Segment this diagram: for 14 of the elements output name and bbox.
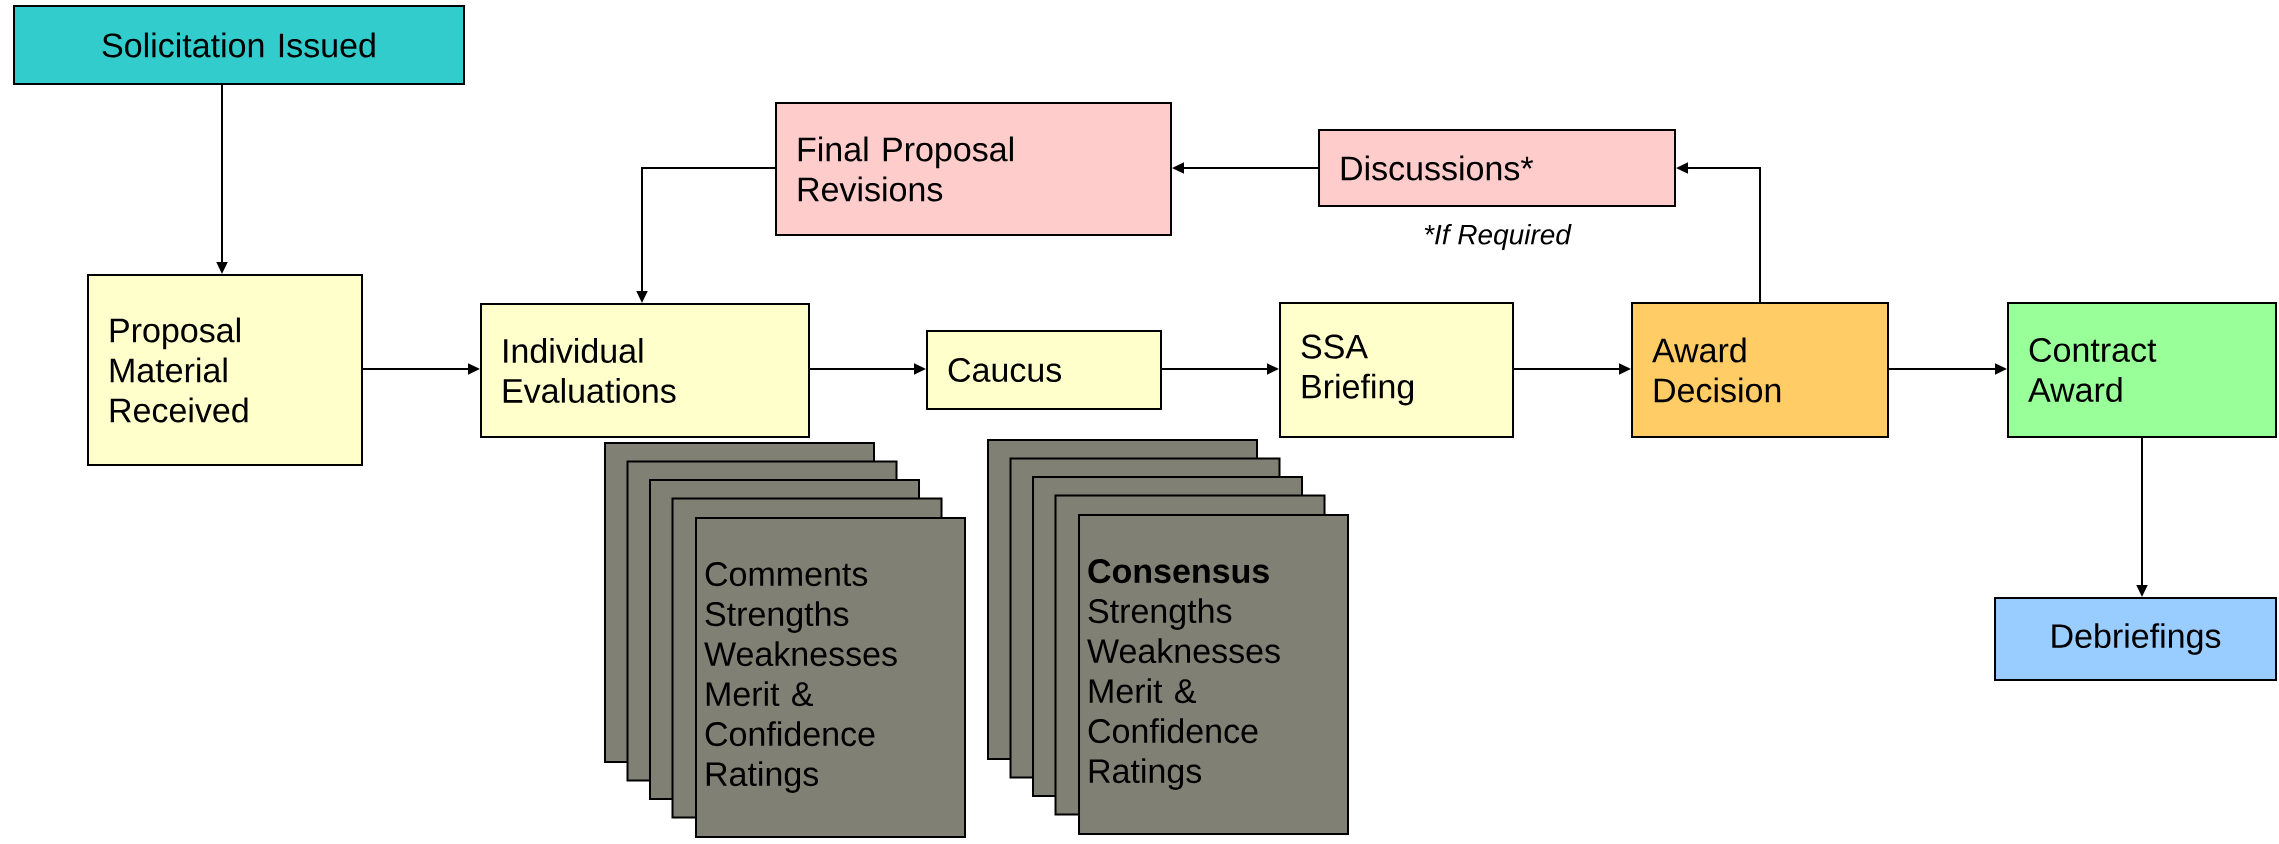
process-box: Discussions*	[1318, 129, 1676, 207]
node-label: Ratings	[706, 761, 819, 793]
process-box: Individual Evaluations	[480, 303, 810, 438]
process-box: Solicitation Issued	[13, 5, 465, 85]
process-box: Debriefings	[1994, 597, 2277, 681]
document-stack: Consensus Strengths Weaknesses Merit & Confidence Ratings	[987, 439, 1349, 835]
process-box: Final Proposal Revisions	[775, 102, 1172, 236]
document-stack: Comments Strengths Weaknesses Merit & Confidence Ratings	[604, 442, 966, 838]
process-box: Proposal Material Received	[87, 274, 363, 466]
process-box: SSA Briefing	[1279, 302, 1514, 438]
process-box: Caucus	[926, 330, 1162, 410]
process-box: Contract Award	[2007, 302, 2277, 438]
process-box: Award Decision	[1631, 302, 1889, 438]
note-text: *If Required	[1424, 224, 1572, 251]
